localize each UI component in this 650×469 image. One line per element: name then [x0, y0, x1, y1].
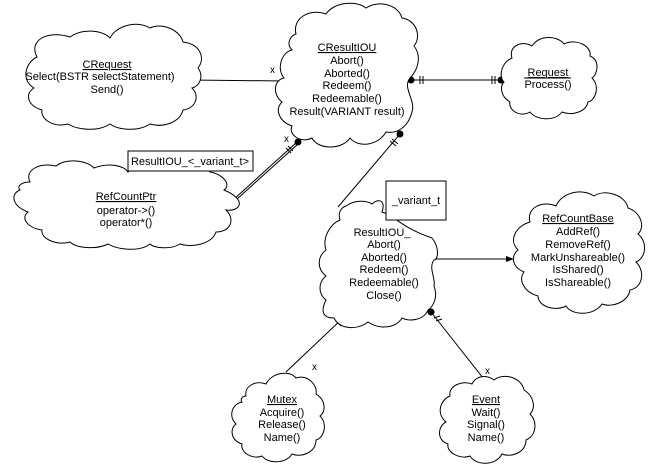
class-member: Acquire() — [260, 407, 305, 419]
class-member: Abort() — [367, 239, 401, 251]
class-member: Release() — [258, 419, 306, 431]
class-member: Select(BSTR selectStatement) — [25, 71, 174, 83]
relationship-resultiou-refcountbase — [434, 256, 514, 262]
class-member: Redeemable() — [349, 277, 419, 289]
cardinality-label: x — [284, 134, 289, 145]
has-dot-icon — [427, 308, 435, 316]
class-refcountptr[interactable]: RefCountPtr operator->() operator*() — [13, 159, 240, 250]
cardinality-label: x — [312, 362, 317, 373]
class-member: Name() — [264, 432, 301, 444]
class-member: RemoveRef() — [545, 239, 610, 251]
has-dot-icon — [396, 130, 404, 138]
parameter-box — [385, 180, 447, 221]
class-member: Signal() — [467, 419, 505, 431]
class-name: RefCountBase — [542, 213, 614, 225]
class-member: Aborted() — [361, 252, 407, 264]
class-member: Redeemable() — [312, 93, 382, 105]
class-name: Event — [472, 394, 500, 406]
cloud-shape — [13, 159, 240, 250]
class-member: Abort() — [330, 55, 364, 67]
class-member: Aborted() — [324, 68, 370, 80]
cardinality-label: x — [270, 65, 275, 76]
class-member: Result(VARIANT result) — [289, 106, 404, 118]
class-member: Send() — [90, 84, 123, 96]
class-member: AddRef() — [556, 226, 600, 238]
class-name: ResultIOU_ — [354, 227, 412, 239]
class-member: operator->() — [97, 205, 155, 217]
class-name: CRequest — [83, 59, 132, 71]
class-name: CResultIOU — [318, 42, 377, 54]
parameter-text: ResultIOU_<_variant_t> — [131, 156, 249, 168]
class-cresultiou[interactable]: CResultIOU Abort() Aborted() Redeem() Re… — [275, 2, 419, 148]
relationship-cresultiou-request — [407, 76, 505, 84]
class-member: operator*() — [100, 217, 153, 229]
class-refcountbase[interactable]: RefCountBase AddRef() RemoveRef() MarkUn… — [513, 191, 645, 314]
class-request[interactable]: Request Process() — [500, 37, 598, 120]
cardinality-label: x — [485, 366, 490, 377]
class-crequest[interactable]: CRequest Select(BSTR selectStatement) Se… — [25, 23, 202, 130]
cloud-shape — [275, 2, 419, 148]
class-resultiou[interactable]: ResultIOU_ Abort() Aborted() Redeem() Re… — [318, 200, 438, 328]
class-name: Request — [528, 67, 569, 79]
class-member: MarkUnshareable() — [531, 252, 625, 264]
class-member: IsShared() — [552, 264, 603, 276]
class-member: IsShareable() — [545, 277, 611, 289]
parameter-text: _variant_t — [391, 195, 440, 207]
parameter-box-resultiou: _variant_t — [385, 180, 447, 221]
class-member: Redeem() — [360, 264, 409, 276]
class-name: RefCountPtr — [96, 191, 157, 203]
class-member: Close() — [366, 290, 401, 302]
relationship-resultiou-cresultiou — [337, 130, 404, 208]
cloud-shape — [513, 191, 645, 314]
arrow-head-icon — [506, 256, 514, 262]
parameter-box-refcountptr: ResultIOU_<_variant_t> — [127, 150, 254, 172]
class-member: Name() — [468, 432, 505, 444]
class-member: Process() — [524, 79, 571, 91]
class-member: Redeem() — [323, 80, 372, 92]
class-name: Mutex — [267, 394, 297, 406]
relationship-event-resultiou: x — [427, 308, 490, 384]
class-member: Wait() — [472, 407, 501, 419]
has-dot-icon — [294, 138, 302, 146]
cloud-shape — [231, 372, 325, 463]
parameter-box — [127, 150, 254, 172]
class-mutex[interactable]: Mutex Acquire() Release() Name() — [231, 372, 325, 463]
class-event[interactable]: Event Wait() Signal() Name() — [439, 375, 536, 464]
cloud-shape — [25, 23, 202, 130]
cloud-shape — [439, 375, 536, 464]
